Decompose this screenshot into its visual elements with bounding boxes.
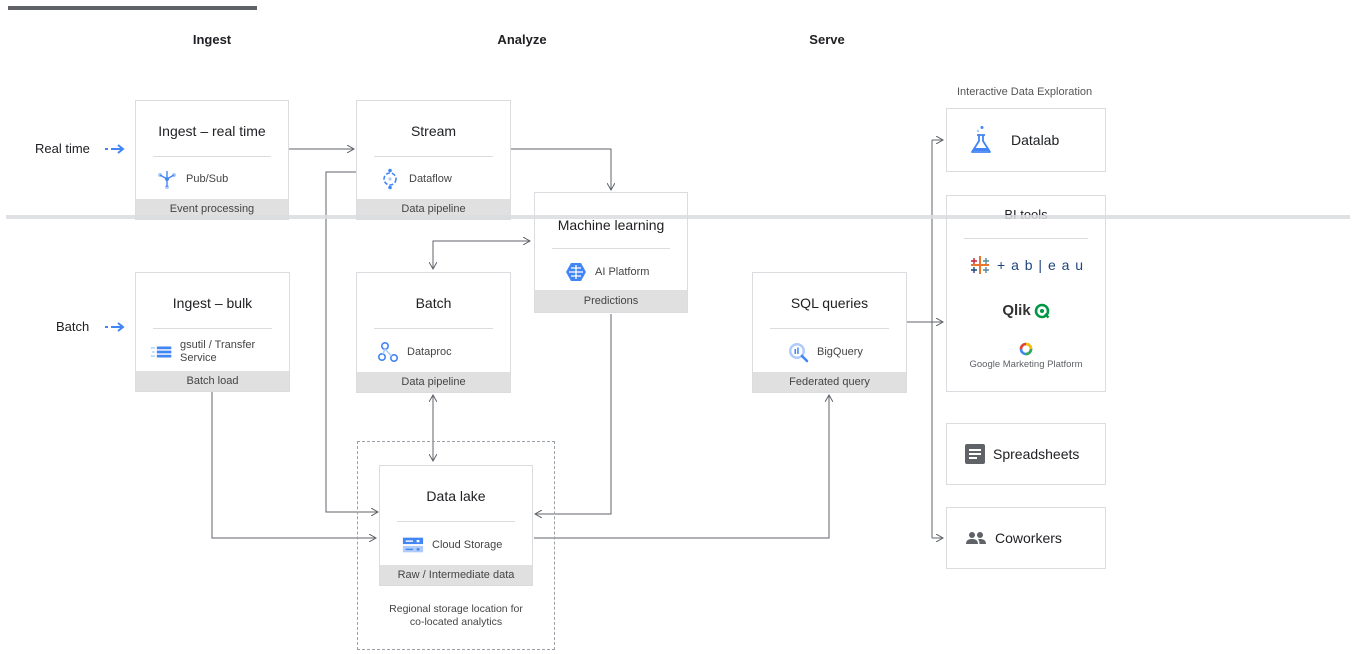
card-sql-queries[interactable]: SQL queries BigQuery Federated query bbox=[752, 272, 907, 393]
service-name: Spreadsheets bbox=[993, 446, 1080, 462]
card-title: SQL queries bbox=[790, 295, 869, 311]
card-coworkers[interactable]: Coworkers bbox=[946, 507, 1106, 569]
people-icon bbox=[965, 531, 987, 545]
transfer-service-icon bbox=[150, 341, 172, 363]
product-row: AI Platform bbox=[565, 261, 649, 283]
divider bbox=[153, 328, 272, 329]
product-label: BigQuery bbox=[817, 345, 863, 358]
tableau-icon bbox=[971, 256, 989, 274]
card-title: Ingest – bulk bbox=[172, 295, 253, 311]
exploration-label: Interactive Data Exploration bbox=[957, 86, 1093, 98]
dataflow-icon bbox=[379, 168, 401, 190]
card-title: Batch bbox=[415, 295, 452, 311]
column-header-serve: Serve bbox=[809, 32, 845, 47]
card-footer: Data pipeline bbox=[357, 199, 510, 219]
card-title: Machine learning bbox=[557, 217, 665, 233]
pubsub-icon bbox=[156, 168, 178, 190]
product-label: AI Platform bbox=[595, 265, 650, 278]
product-row: Dataflow bbox=[379, 168, 452, 190]
card-title: Stream bbox=[410, 123, 457, 139]
row-label-realtime: Real time bbox=[35, 141, 90, 156]
product-label: Dataflow bbox=[409, 172, 452, 185]
lane-separator bbox=[6, 215, 1350, 219]
qlik-icon bbox=[1034, 303, 1050, 318]
card-data-lake[interactable]: Data lake Cloud Storage Raw / Intermedia… bbox=[379, 465, 533, 586]
divider bbox=[552, 248, 670, 249]
gmp-icon bbox=[1019, 342, 1033, 356]
card-ingest-realtime[interactable]: Ingest – real time Pub/Sub Event process… bbox=[135, 100, 289, 220]
spreadsheet-icon bbox=[965, 444, 985, 464]
card-spreadsheets[interactable]: Spreadsheets bbox=[946, 423, 1106, 485]
gmp-logo: Google Marketing Platform bbox=[947, 342, 1105, 370]
tableau-wordmark: + a b | e a u bbox=[997, 257, 1085, 273]
product-row: BigQuery bbox=[787, 341, 863, 363]
product-label: Cloud Storage bbox=[432, 538, 503, 551]
dashed-arrow-icon bbox=[105, 322, 125, 332]
card-footer: Batch load bbox=[136, 371, 289, 391]
dataproc-icon bbox=[377, 341, 399, 363]
product-row: Dataproc bbox=[377, 341, 452, 363]
divider bbox=[397, 521, 515, 522]
product-label: Pub/Sub bbox=[186, 172, 229, 185]
divider bbox=[153, 156, 271, 157]
ai-platform-icon bbox=[565, 261, 587, 283]
card-title: Data lake bbox=[426, 488, 486, 504]
qlik-wordmark: Qlik bbox=[1002, 302, 1031, 319]
regional-storage-zone bbox=[357, 441, 555, 650]
card-footer: Raw / Intermediate data bbox=[380, 565, 532, 585]
column-header-analyze: Analyze bbox=[497, 32, 547, 47]
divider bbox=[964, 238, 1088, 239]
service-name: Datalab bbox=[1011, 132, 1060, 148]
product-label: Dataproc bbox=[407, 345, 452, 358]
divider bbox=[374, 156, 493, 157]
product-row: Pub/Sub bbox=[156, 168, 228, 190]
divider bbox=[374, 328, 493, 329]
flask-icon bbox=[969, 125, 993, 155]
tableau-logo: + a b | e a u bbox=[969, 254, 1084, 276]
card-bi-tools[interactable]: BI tools + a b | e a u Qlik Google Marke… bbox=[946, 195, 1106, 392]
card-footer: Data pipeline bbox=[357, 372, 510, 392]
top-accent-bar bbox=[8, 6, 257, 10]
column-header-ingest: Ingest bbox=[192, 32, 232, 47]
bigquery-icon bbox=[787, 341, 809, 363]
row-label-batch: Batch bbox=[56, 319, 90, 334]
product-row: Cloud Storage bbox=[402, 534, 502, 556]
divider bbox=[770, 328, 889, 329]
card-title: Ingest – real time bbox=[158, 123, 266, 139]
card-datalab[interactable]: Datalab bbox=[946, 108, 1106, 172]
card-footer: Federated query bbox=[753, 372, 906, 392]
gmp-wordmark: Google Marketing Platform bbox=[969, 359, 1083, 370]
card-footer: Event processing bbox=[136, 199, 288, 219]
card-batch[interactable]: Batch Dataproc Data pipeline bbox=[356, 272, 511, 393]
qlik-logo: Qlik bbox=[947, 302, 1105, 319]
card-machine-learning[interactable]: Machine learning AI Platform Predictions bbox=[534, 192, 688, 313]
cloud-storage-icon bbox=[402, 534, 424, 556]
service-name: Coworkers bbox=[995, 530, 1062, 546]
card-stream[interactable]: Stream Dataflow Data pipeline bbox=[356, 100, 511, 220]
card-footer: Predictions bbox=[535, 290, 687, 312]
dashed-arrow-icon bbox=[105, 144, 125, 154]
